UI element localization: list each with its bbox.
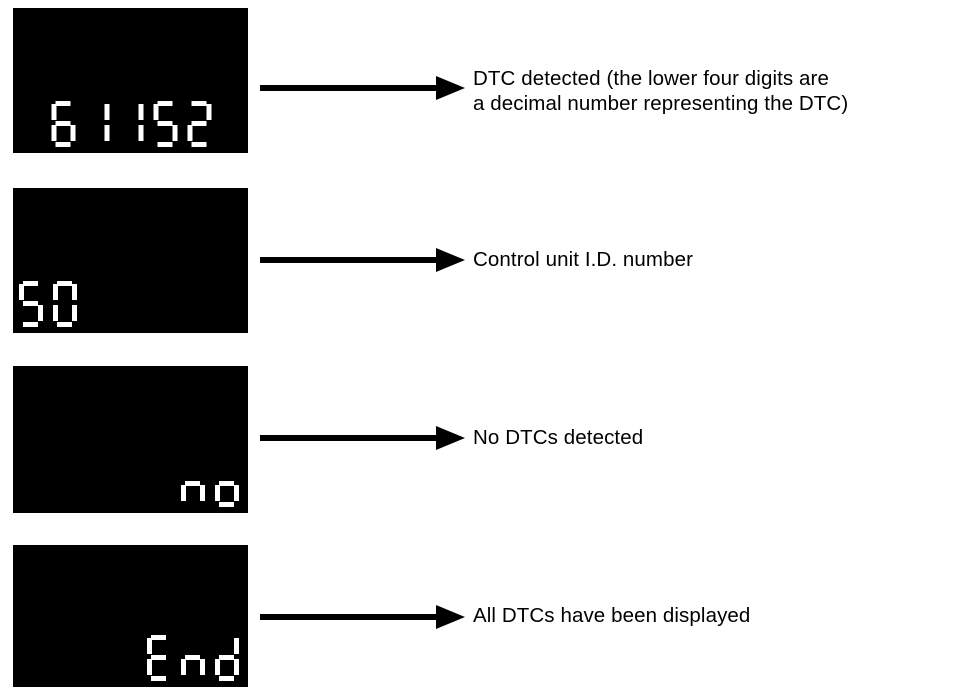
lcd-screen	[13, 635, 248, 681]
lcd-panel	[13, 188, 248, 333]
seven-segment-char	[145, 635, 172, 681]
segment-c	[234, 659, 239, 675]
segment-d	[23, 322, 38, 327]
segment-b	[138, 104, 143, 120]
segment-c	[72, 305, 77, 321]
segment-e	[147, 659, 152, 675]
caption-dtc-detected: DTC detected (the lower four digits are …	[473, 67, 849, 115]
arrow-shaft	[260, 435, 440, 441]
lcd-panel	[13, 366, 248, 513]
lcd-screen	[13, 281, 248, 327]
segment-a	[191, 101, 206, 106]
segment-c	[234, 485, 239, 501]
segment-a	[57, 281, 72, 286]
lcd-panel	[13, 8, 248, 153]
segment-b	[104, 104, 109, 120]
seven-segment-char	[117, 101, 144, 147]
segment-d	[55, 142, 70, 147]
dtc-code-display	[49, 101, 212, 147]
seven-segment-char	[213, 461, 240, 507]
segment-c	[138, 125, 143, 141]
segment-g	[157, 121, 172, 126]
arrow-head	[436, 605, 465, 629]
segment-c	[70, 125, 75, 141]
segment-f	[147, 638, 152, 654]
segment-f	[51, 104, 56, 120]
seven-segment-char	[51, 281, 78, 327]
segment-g	[185, 481, 200, 486]
arrow-head	[436, 248, 465, 272]
segment-g	[185, 655, 200, 660]
segment-e	[51, 125, 56, 141]
arrow-all-displayed	[260, 605, 465, 629]
segment-e	[215, 485, 220, 501]
seven-segment-char	[49, 101, 76, 147]
control-unit-id-display	[17, 281, 78, 327]
caption-no-dtcs: No DTCs detected	[473, 426, 644, 449]
segment-g	[55, 121, 70, 126]
lcd-screen	[13, 101, 248, 147]
seven-segment-char	[151, 101, 178, 147]
segment-a	[23, 281, 38, 286]
segment-g	[151, 655, 166, 660]
arrow-shaft	[260, 614, 440, 620]
seven-segment-char	[83, 101, 110, 147]
segment-b	[234, 638, 239, 654]
segment-e	[181, 485, 186, 501]
seven-segment-char	[179, 461, 206, 507]
segment-a	[151, 635, 166, 640]
arrow-head	[436, 426, 465, 450]
arrow-shaft	[260, 257, 440, 263]
caption-control-unit-id: Control unit I.D. number	[473, 248, 694, 271]
segment-c	[38, 305, 43, 321]
arrow-shaft	[260, 85, 440, 91]
segment-e	[215, 659, 220, 675]
segment-b	[72, 284, 77, 300]
segment-e	[181, 659, 186, 675]
segment-a	[157, 101, 172, 106]
seven-segment-char	[213, 635, 240, 681]
caption-all-displayed: All DTCs have been displayed	[473, 604, 751, 627]
segment-f	[19, 284, 24, 300]
segment-e	[53, 305, 58, 321]
arrow-head	[436, 76, 465, 100]
segment-c	[200, 659, 205, 675]
arrow-no-dtcs	[260, 426, 465, 450]
segment-c	[200, 485, 205, 501]
segment-g	[219, 481, 234, 486]
segment-e	[187, 125, 192, 141]
segment-d	[219, 676, 234, 681]
segment-d	[157, 142, 172, 147]
segment-f	[153, 104, 158, 120]
lcd-panel	[13, 545, 248, 687]
lcd-screen	[13, 461, 248, 507]
segment-f	[53, 284, 58, 300]
segment-d	[191, 142, 206, 147]
arrow-control-unit-id	[260, 248, 465, 272]
seven-segment-char	[179, 635, 206, 681]
segment-c	[104, 125, 109, 141]
no-dtc-display	[179, 461, 240, 507]
segment-a	[55, 101, 70, 106]
segment-d	[151, 676, 166, 681]
segment-d	[219, 502, 234, 507]
seven-segment-char	[185, 101, 212, 147]
segment-b	[206, 104, 211, 120]
segment-g	[23, 301, 38, 306]
arrow-dtc-detected	[260, 76, 465, 100]
segment-d	[57, 322, 72, 327]
segment-g	[219, 655, 234, 660]
seven-segment-char	[17, 281, 44, 327]
segment-g	[191, 121, 206, 126]
segment-c	[172, 125, 177, 141]
end-display	[145, 635, 240, 681]
